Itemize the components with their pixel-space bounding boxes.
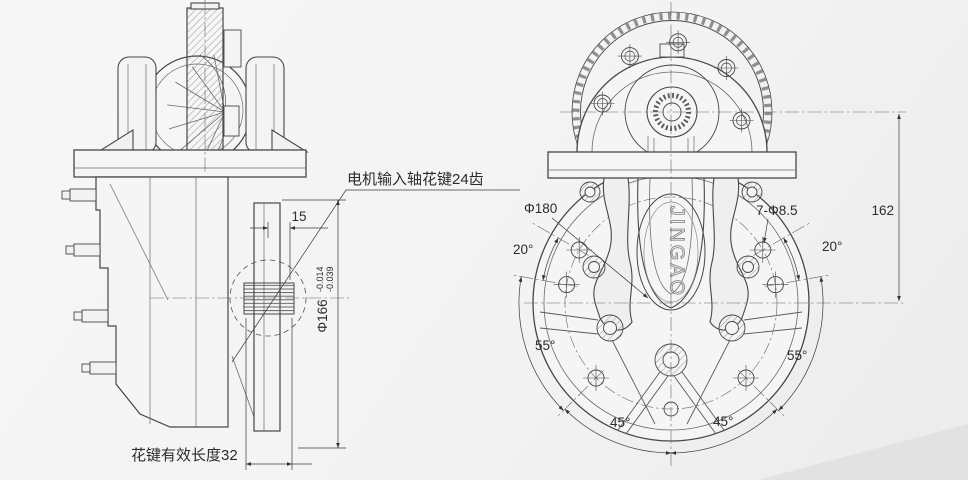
arc-55-right (778, 276, 824, 411)
mounting-flange (73, 149, 307, 178)
annotations: 电机输入轴花键24齿 花键有效长度32 15 Φ166 -0.014 -0.03… (131, 171, 894, 464)
label-motor-input-spline: 电机输入轴花键24齿 (347, 171, 484, 188)
cast-logo-text: JINGAO (666, 206, 688, 298)
dim-text-hub-diameter: Φ166 -0.014 -0.039 (315, 266, 335, 332)
label-spline-length: 花键有效长度32 (131, 447, 238, 464)
background-corner-shade (758, 424, 968, 480)
housing-bolts (61, 188, 117, 375)
arc-45-left (564, 408, 672, 455)
dim-offset-15 (250, 222, 328, 280)
dim-text-55-left: 55° (535, 338, 555, 353)
dim-text-bolt-circle: Φ180 (524, 201, 557, 216)
arc-45-right (670, 408, 778, 455)
dim-text-20-left: 20° (513, 242, 533, 257)
dim-text-20-right: 20° (822, 239, 842, 254)
dim-text-55-right: 55° (787, 348, 807, 363)
arc-55-left (518, 276, 564, 411)
spline-shaft-detail (150, 259, 352, 337)
dim-text-15: 15 (291, 209, 306, 224)
mounting-face-plate (253, 202, 281, 432)
dim-hub-diameter (282, 199, 346, 449)
dome-bolt-holes (590, 30, 754, 133)
left-view-dimensions (231, 189, 520, 470)
leader-bolt-circle (551, 217, 649, 299)
leader-motor-spline (231, 189, 520, 363)
svg-text:Φ166: Φ166 (315, 299, 330, 332)
housing-body (61, 176, 281, 432)
cast-bosses (579, 181, 763, 377)
svg-text:-0.039: -0.039 (325, 266, 335, 292)
svg-text:-0.014: -0.014 (315, 266, 325, 292)
dim-spline-length (245, 318, 312, 470)
dim-text-45-left: 45° (610, 415, 630, 430)
angle-arcs (518, 237, 824, 455)
dim-text-45-right: 45° (713, 414, 733, 429)
dim-text-bolt-holes: 7-Φ8.5 (756, 203, 798, 218)
leader-bolt-holes (762, 218, 769, 244)
dim-text-center-distance: 162 (871, 203, 894, 218)
left-view-side-section (61, 0, 352, 432)
flange-bar (547, 151, 797, 179)
right-view-dimensions (513, 2, 906, 466)
bell-housing-dome (576, 30, 768, 160)
